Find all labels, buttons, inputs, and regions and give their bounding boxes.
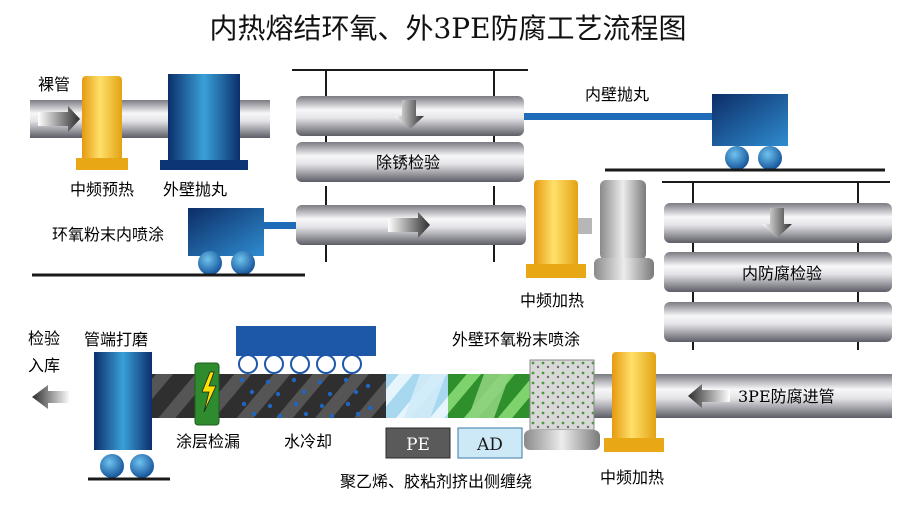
water-cooling-hood <box>236 326 376 374</box>
leak-detector <box>194 362 220 426</box>
label-mid-freq-heat-upper: 中频加热 <box>520 291 584 310</box>
preheat-coil <box>76 76 128 170</box>
label-end-grinding: 管端打磨 <box>84 330 148 349</box>
label-inner-coating-check: 内防腐检验 <box>742 264 822 283</box>
label-extrusion-wrap: 聚乙烯、胶粘剂挤出侧缠绕 <box>340 472 532 491</box>
inner-spray-pipe <box>296 186 526 262</box>
inner-coating-check-rack <box>662 181 892 350</box>
water-droplets <box>239 377 373 419</box>
pe-box-label: PE <box>406 435 430 455</box>
label-coating-leak-test: 涂层检漏 <box>176 432 240 451</box>
heat-coil-upper <box>526 180 592 278</box>
label-mid-freq-preheat: 中频预热 <box>70 180 134 199</box>
grey-processing-unit <box>594 180 654 280</box>
diagram-title: 内热熔结环氧、外3PE防腐工艺流程图 <box>209 12 686 45</box>
ad-box-label: AD <box>476 435 503 455</box>
label-inner-shot-blast: 内壁抛丸 <box>585 85 649 104</box>
outer-epoxy-spray-booth <box>524 359 600 450</box>
outer-shot-blast-machine <box>160 74 248 170</box>
extrusion-strips <box>404 374 510 418</box>
heat-coil-lower <box>604 352 664 452</box>
label-mid-freq-heat-lower: 中频加热 <box>600 468 664 487</box>
inner-shot-blast-cart <box>605 94 885 172</box>
label-epoxy-inner-spray: 环氧粉末内喷涂 <box>52 225 164 244</box>
ad-extruder-box: AD <box>457 427 523 459</box>
label-inspect-store-2: 入库 <box>28 356 60 375</box>
end-grinding-machine <box>88 352 170 481</box>
pe-extruder-box: PE <box>385 427 451 459</box>
label-pe-infeed: 3PE防腐进管 <box>738 387 835 406</box>
upper-pipe-rack <box>292 69 528 182</box>
label-rust-check: 除锈检验 <box>376 153 440 172</box>
exit-arrow <box>32 385 70 409</box>
label-inspect-store-1: 检验 <box>28 329 60 348</box>
inner-shot-blast-line <box>524 113 714 120</box>
label-outer-epoxy-spray: 外壁环氧粉末喷涂 <box>452 330 580 349</box>
inner-spray-cart <box>32 208 305 277</box>
label-water-cooling: 水冷却 <box>284 432 332 451</box>
label-outer-shot-blast: 外壁抛丸 <box>163 180 227 199</box>
label-bare-pipe: 裸管 <box>38 75 70 94</box>
infeed-arrow <box>688 384 730 408</box>
